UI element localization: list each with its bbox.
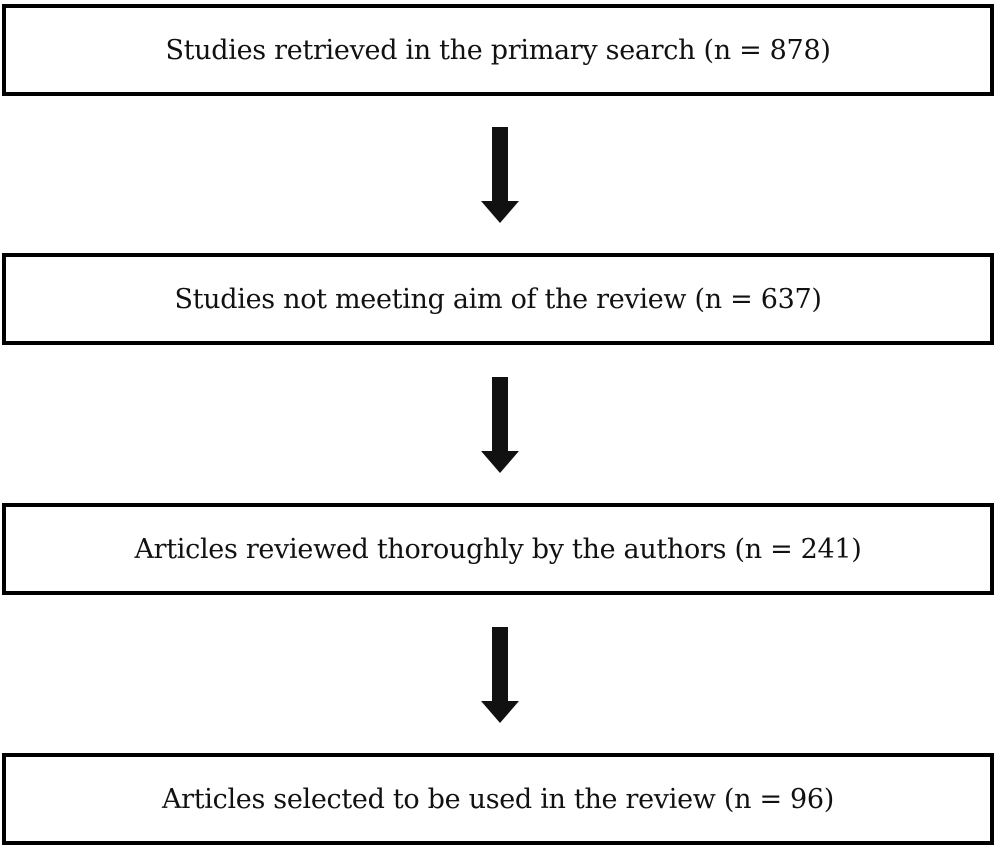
flow-step-label: Articles selected to be used in the revi… [161, 783, 835, 815]
flow-step-selected: Articles selected to be used in the revi… [2, 753, 994, 845]
down-arrow-icon [481, 627, 519, 723]
flow-step-label: Studies not meeting aim of the review (n… [174, 283, 822, 315]
flow-step-label: Articles reviewed thoroughly by the auth… [134, 533, 862, 565]
flow-step-reviewed: Articles reviewed thoroughly by the auth… [2, 503, 994, 595]
down-arrow-icon [481, 127, 519, 223]
flow-step-label: Studies retrieved in the primary search … [165, 34, 831, 66]
down-arrow-icon [481, 377, 519, 473]
flow-step-excluded: Studies not meeting aim of the review (n… [2, 253, 994, 345]
flow-step-retrieved: Studies retrieved in the primary search … [2, 4, 994, 96]
